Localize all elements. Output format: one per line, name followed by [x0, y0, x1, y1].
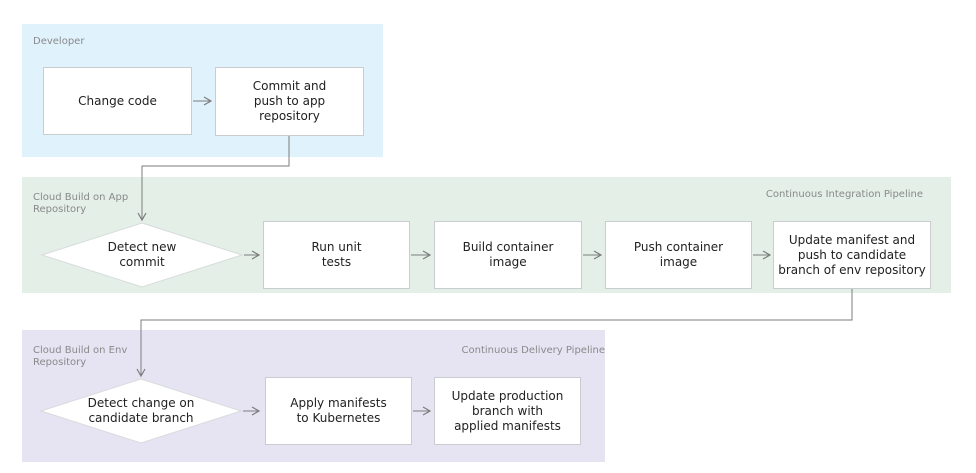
node-update-production-branch: Update production branch with applied ma… — [434, 377, 581, 445]
diamond-detect-new-commit-shape — [40, 222, 244, 288]
lane-cloud-build-env-label: Cloud Build on Env Repository — [33, 345, 128, 368]
connector-update-manifest-to-detect-change — [136, 289, 853, 378]
node-detect-change-on-candidate-branch: Detect change on candidate branch — [87, 396, 195, 425]
lane-developer-label: Developer — [33, 36, 85, 47]
node-commit-and-push: Commit and push to app repository — [215, 67, 364, 136]
node-update-manifest: Update manifest and push to candidate br… — [773, 221, 931, 289]
connector-commit-to-detect-new-commit — [137, 136, 290, 222]
node-detect-new-commit: Detect new commit — [107, 240, 177, 269]
node-apply-manifests: Apply manifests to Kubernetes — [265, 377, 412, 445]
lane-cloud-build-app-label: Cloud Build on App Repository — [33, 192, 129, 215]
continuous-integration-pipeline-label: Continuous Integration Pipeline — [765, 189, 923, 200]
node-push-container-image: Push container image — [605, 221, 752, 289]
node-change-code: Change code — [43, 67, 192, 135]
node-run-unit-tests: Run unit tests — [263, 221, 410, 289]
node-build-container-image: Build container image — [434, 221, 582, 289]
diamond-detect-change-shape — [39, 378, 243, 444]
continuous-delivery-pipeline-label: Continuous Delivery Pipeline — [461, 345, 605, 356]
